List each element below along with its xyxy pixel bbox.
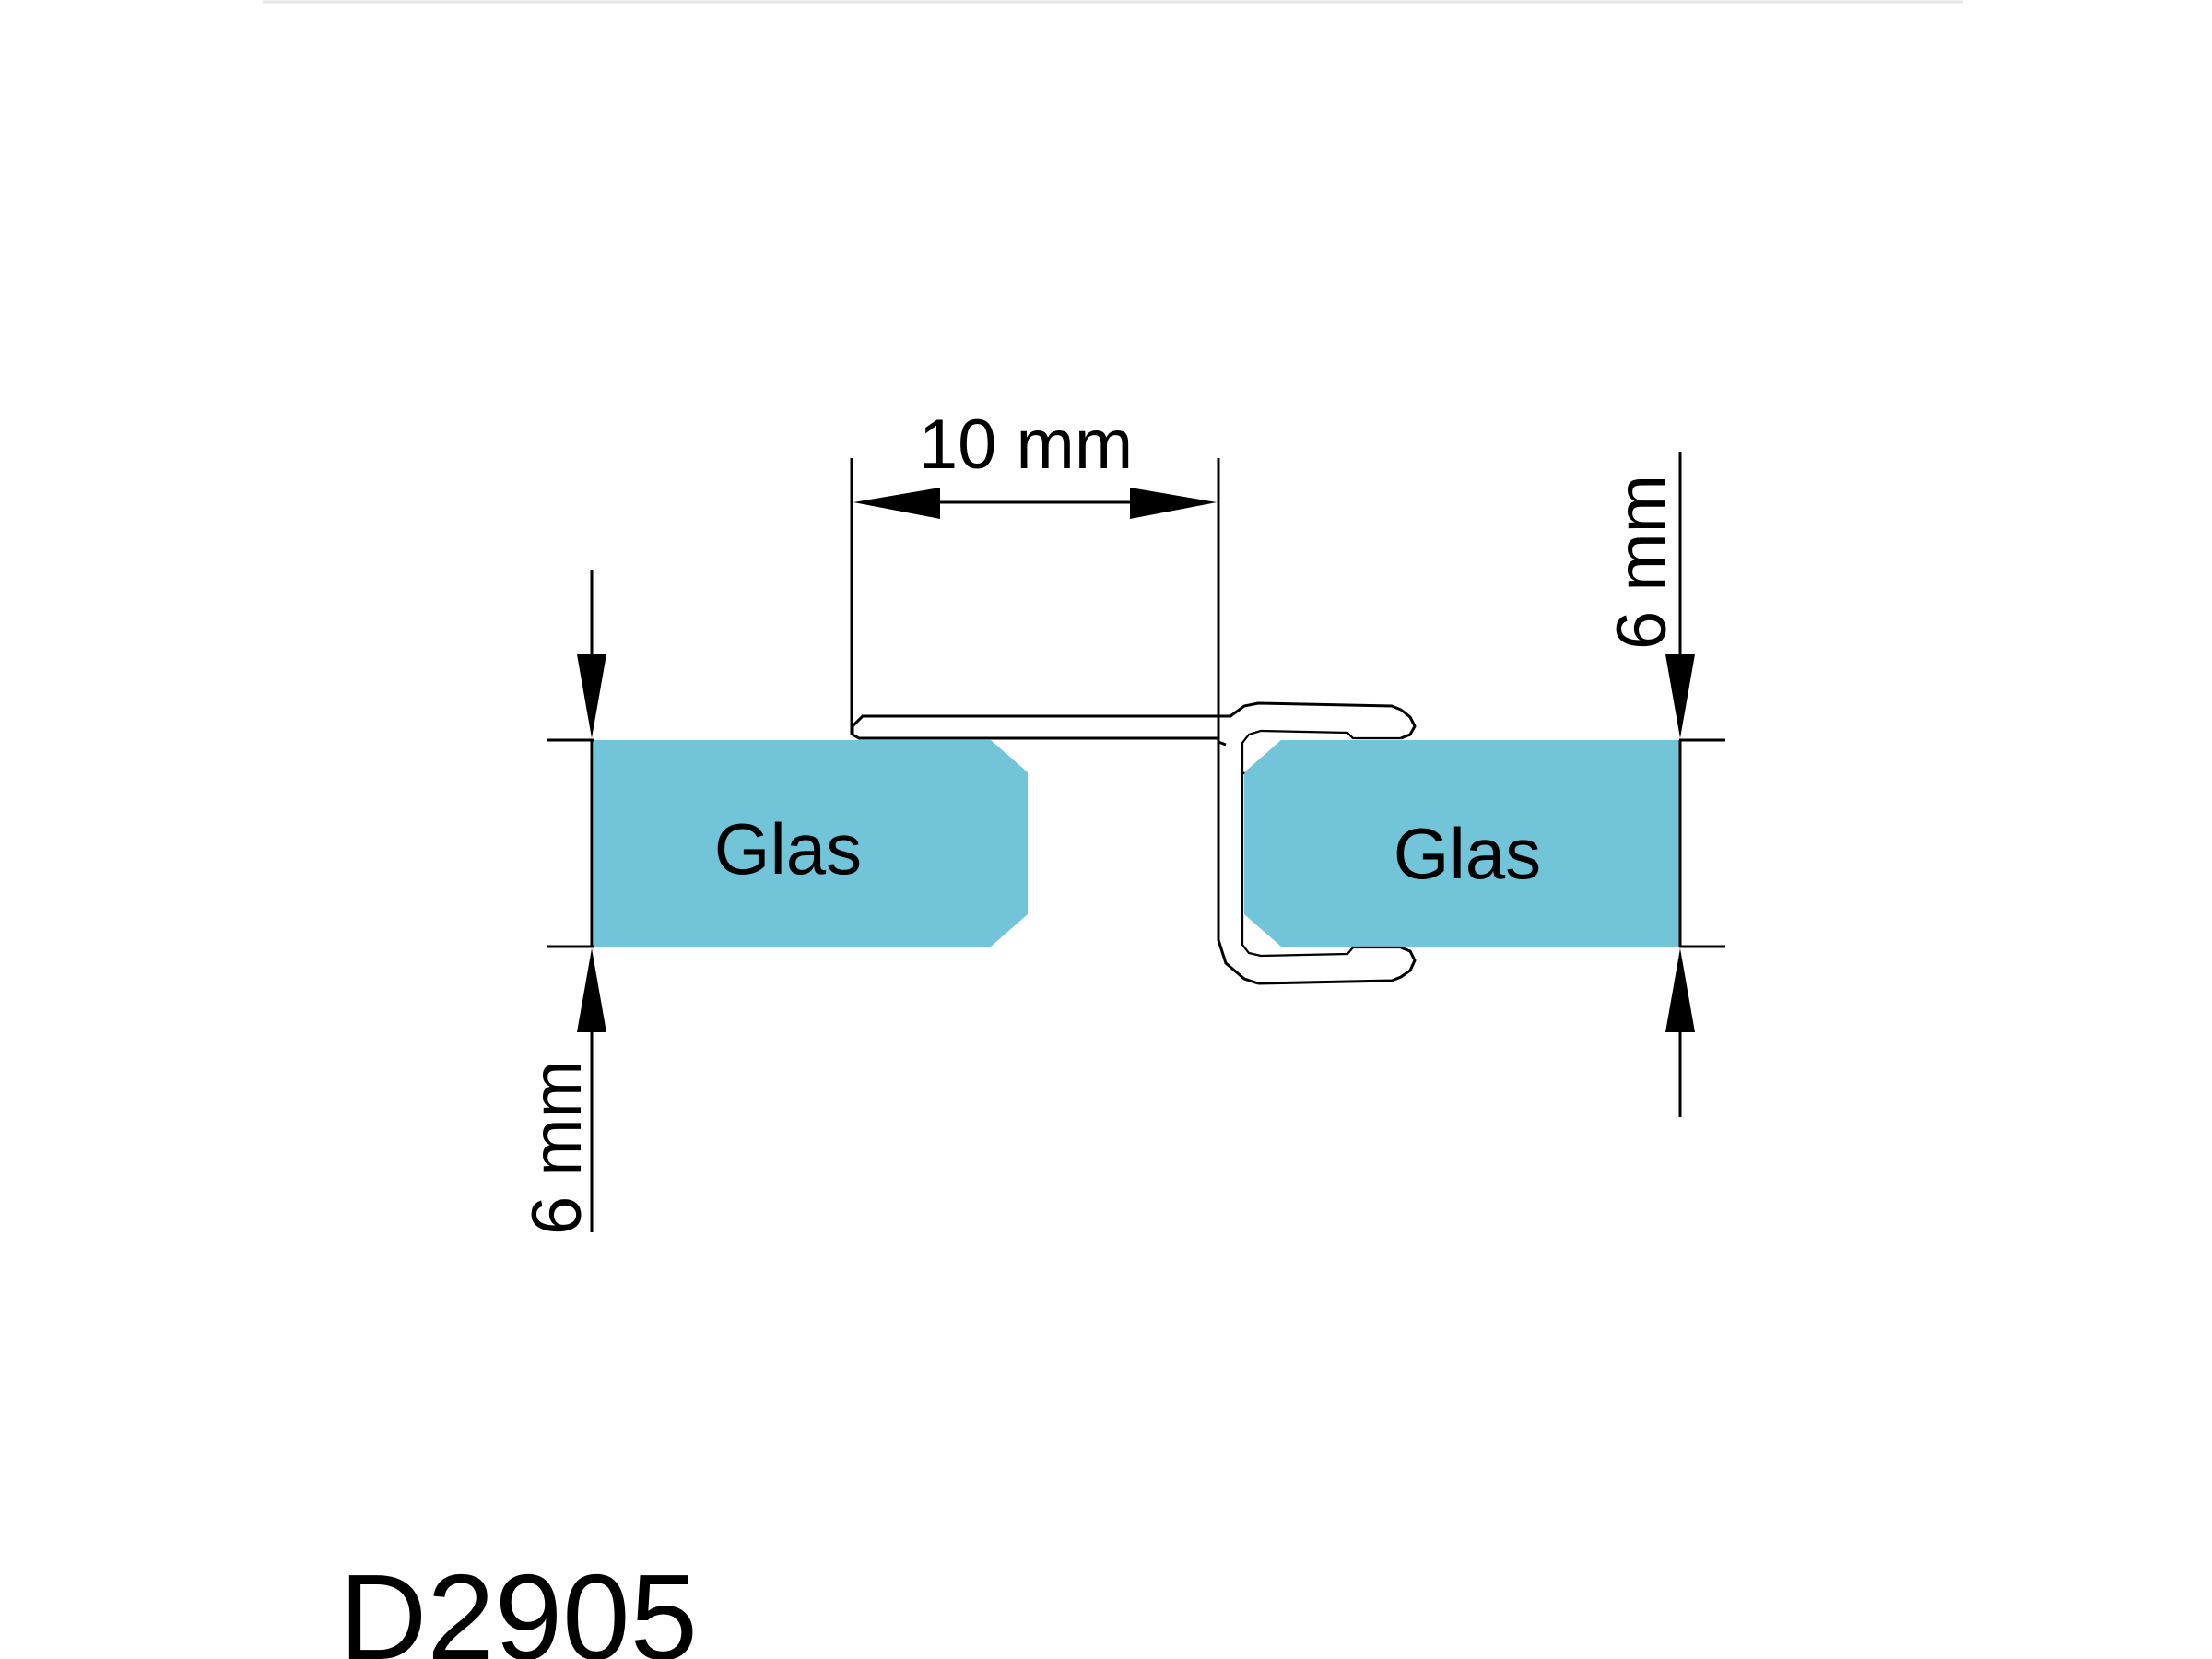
dimension-gap-label: 10 mm bbox=[919, 406, 1133, 484]
dimension-gap-arrow-right bbox=[1130, 488, 1217, 519]
dimension-left-arrow-bottom bbox=[577, 948, 606, 1032]
seal-profile bbox=[851, 701, 1417, 985]
dimension-left-thickness: 6 mm bbox=[518, 570, 606, 1235]
dimension-right-label: 6 mm bbox=[1603, 475, 1681, 650]
glass-pane-left bbox=[594, 740, 1028, 947]
dimension-right-arrow-bottom bbox=[1665, 948, 1695, 1032]
dimension-right-arrow-top bbox=[1665, 654, 1695, 738]
glass-label-left: Glas bbox=[714, 808, 862, 889]
dimension-left-arrow-top bbox=[577, 654, 606, 738]
dimension-gap: 10 mm bbox=[850, 406, 1220, 735]
dimension-gap-arrow-left bbox=[853, 488, 940, 519]
dimension-left-label: 6 mm bbox=[518, 1060, 596, 1235]
dimension-right-thickness: 6 mm bbox=[1603, 452, 1725, 1117]
glass-pane-right bbox=[1244, 740, 1679, 947]
glass-label-right: Glas bbox=[1394, 813, 1541, 894]
product-code: D2905 bbox=[339, 1549, 698, 1659]
